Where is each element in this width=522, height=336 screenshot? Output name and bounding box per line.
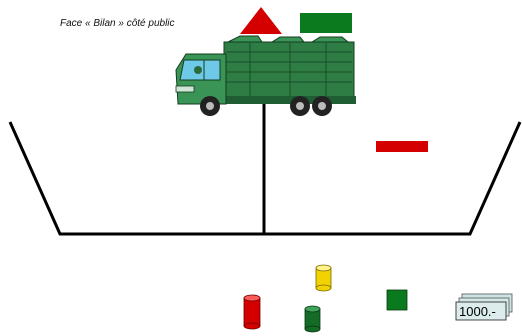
banknote-label: 1000.- [459,304,496,319]
red-bar[interactable] [376,141,428,152]
truck-icon[interactable] [175,35,356,116]
green-rectangle-top[interactable] [300,13,352,33]
caption-text: Face « Bilan » côté public [60,18,175,29]
green-square-icon[interactable] [386,289,408,311]
green-cylinder-icon[interactable] [304,305,321,333]
red-triangle-icon[interactable] [240,7,282,34]
yellow-cylinder-icon[interactable] [315,264,332,292]
red-cylinder-icon[interactable] [243,294,261,330]
banknote-icon[interactable]: 1000.- [455,293,513,321]
